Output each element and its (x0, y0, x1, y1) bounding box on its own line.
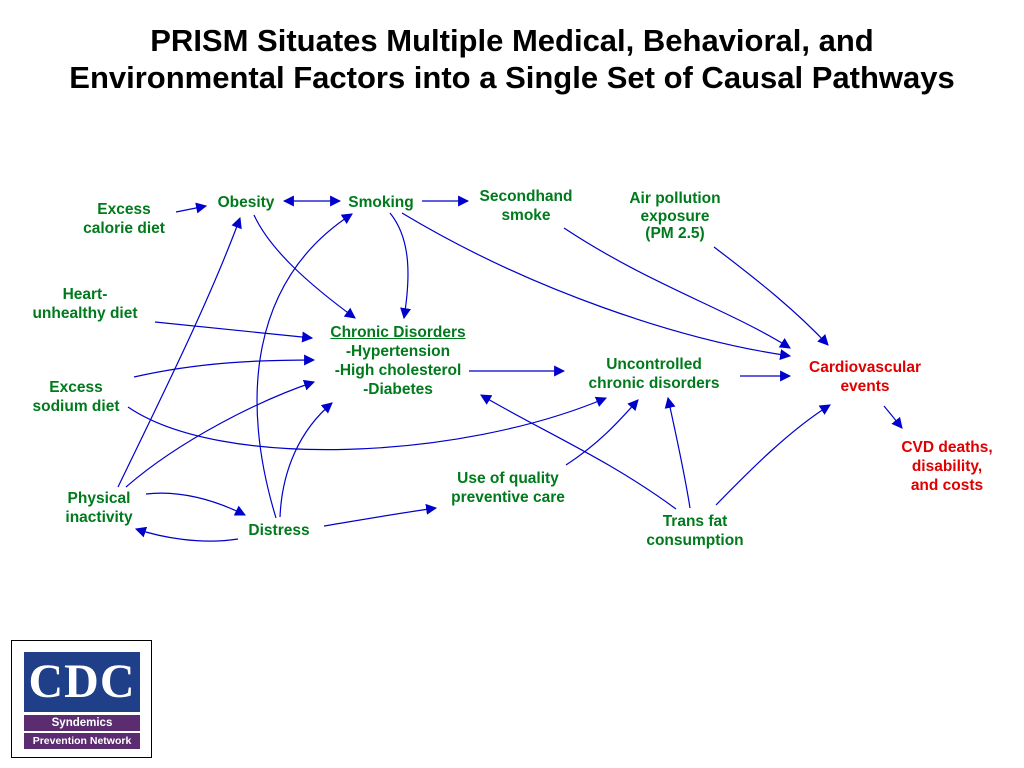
node-label-line: Smoking (348, 194, 414, 211)
chronic-item: -High cholesterol (334, 362, 462, 379)
cdc-logo-text: CDC (28, 655, 136, 708)
chronic-item: -Hypertension (345, 343, 451, 360)
title-line-2: Environmental Factors into a Single Set … (69, 60, 955, 96)
node-label-line: unhealthy diet (32, 305, 138, 322)
node-label-line: Air pollution (629, 190, 721, 207)
arrow-preventive-to-uncontrolled (565, 399, 639, 466)
node-label-line: CVD deaths, (901, 439, 993, 456)
arrow-distress-to-preventive (323, 503, 438, 527)
chronic-item: -Diabetes (363, 381, 433, 398)
page-title: PRISM Situates Multiple Medical, Behavio… (0, 22, 1024, 96)
node-label-line: consumption (646, 532, 744, 549)
arrow-air-to-cardio (713, 246, 829, 346)
node-label-line: Cardiovascular (809, 359, 921, 376)
node-label-line: disability, (911, 458, 983, 475)
arrow-secondhand-to-cardio (563, 227, 791, 349)
logo-band-prevention-network: Prevention Network (24, 733, 140, 749)
node-preventive-care: Use of quality preventive care (436, 469, 580, 507)
node-label-line: Distress (248, 522, 310, 539)
node-label-line: chronic disorders (588, 375, 720, 392)
node-label-line: inactivity (65, 509, 133, 526)
node-heart-unhealthy-diet: Heart- unhealthy diet (20, 285, 150, 323)
arrow-calorie-to-obesity (175, 202, 208, 214)
arrow-distress-to-physical (134, 526, 239, 542)
arrow-smoking-to-cardio (401, 212, 792, 361)
arrow-physical-to-distress (145, 492, 246, 516)
node-label-line: Trans fat (662, 513, 728, 530)
node-label-line: Secondhand (479, 188, 573, 205)
node-obesity: Obesity (206, 193, 286, 212)
node-label-line: events (840, 378, 890, 395)
arrow-sodium-to-uncontrolled (127, 396, 608, 451)
node-label-line: calorie diet (83, 220, 165, 237)
arrow-physical-to-chronic (125, 379, 316, 488)
arrow-sodium-to-chronic (133, 354, 316, 378)
cdc-logo-mark: CDC (24, 652, 140, 712)
node-physical-inactivity: Physical inactivity (50, 489, 148, 527)
node-label-line: Excess (97, 201, 151, 218)
arrow-transfat-to-chronic (480, 394, 677, 510)
arrow-smoking-to-chronic (389, 212, 411, 320)
node-smoking: Smoking (338, 193, 424, 212)
node-label-line: Physical (67, 490, 131, 507)
node-label-line: preventive care (451, 489, 565, 506)
node-label-line: Uncontrolled (606, 356, 702, 373)
node-distress: Distress (236, 521, 322, 540)
node-secondhand-smoke: Secondhand smoke (466, 187, 586, 225)
node-excess-sodium-diet: Excess sodium diet (20, 378, 132, 416)
arrow-cardio-to-deaths (883, 405, 903, 429)
node-trans-fat-consumption: Trans fat consumption (630, 512, 760, 550)
node-label-line: and costs (910, 477, 984, 494)
arrow-distress-to-smoking (256, 213, 353, 519)
node-label-line: Use of quality (457, 470, 559, 487)
node-cardiovascular-events: Cardiovascular events (795, 358, 935, 396)
title-line-1: PRISM Situates Multiple Medical, Behavio… (150, 23, 874, 58)
node-label-line: Obesity (217, 194, 275, 211)
node-label-line: Heart- (62, 286, 108, 303)
logo-band-syndemics: Syndemics (24, 715, 140, 731)
arrow-physical-to-obesity (117, 216, 242, 488)
node-label-line: Excess (49, 379, 103, 396)
arrow-transfat-to-cardio (715, 404, 831, 506)
arrow-obesity-to-chronic (253, 214, 356, 319)
chronic-disorders-heading: Chronic Disorders (330, 324, 466, 341)
arrow-distress-to-chronic (279, 402, 333, 518)
cdc-logo: CDC Syndemics Prevention Network (11, 640, 152, 758)
node-label-line: smoke (501, 207, 551, 224)
arrow-heartdiet-to-chronic (154, 321, 314, 343)
node-label-line: (PM 2.5) (645, 225, 705, 242)
node-chronic-disorders: Chronic Disorders -Hypertension -High ch… (308, 323, 488, 399)
node-uncontrolled-chronic-disorders: Uncontrolled chronic disorders (574, 355, 734, 393)
node-label-line: sodium diet (32, 398, 120, 415)
node-label-line: exposure (640, 207, 710, 225)
node-cvd-deaths: CVD deaths, disability, and costs (886, 438, 1008, 495)
node-air-pollution: Air pollution exposure (PM 2.5) (615, 190, 735, 243)
node-excess-calorie-diet: Excess calorie diet (74, 200, 174, 238)
arrow-transfat-to-uncontrolled (664, 396, 691, 509)
